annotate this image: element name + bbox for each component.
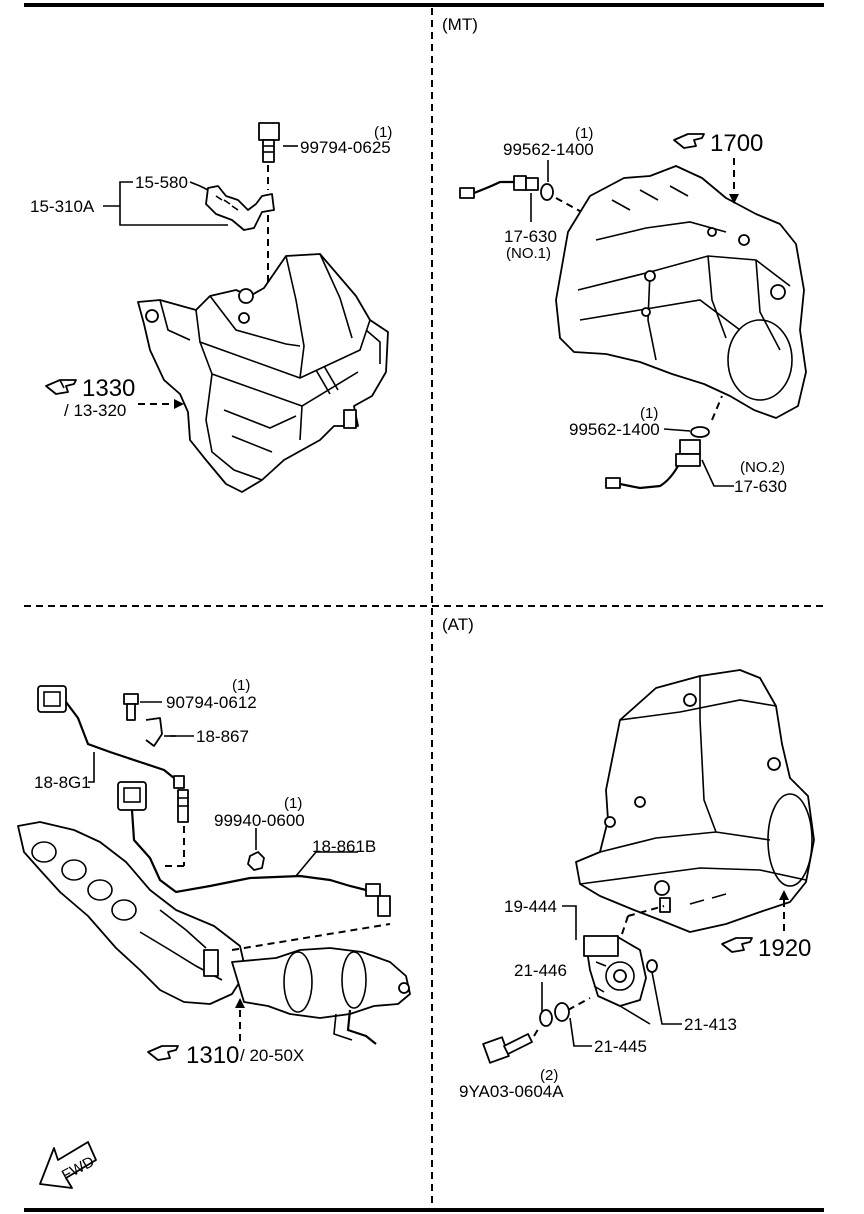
nut-qty: (1) (284, 795, 302, 812)
switch1-note: (NO.1) (506, 245, 551, 262)
transaxle-range-switch (583, 935, 647, 1007)
range-switch-label: 19-444 (504, 897, 557, 916)
sensor-label: 15-580 (135, 173, 188, 192)
arrow-head (729, 194, 739, 204)
o-ring-label: 21-413 (684, 1015, 737, 1034)
o-ring (646, 959, 658, 973)
washer-a (539, 1009, 553, 1027)
arrow-head (174, 399, 184, 409)
neutral-switch-no1 (459, 175, 539, 199)
air-cleaner-box (137, 253, 389, 493)
switch2-note: (NO.2) (740, 459, 785, 476)
bolt-part-number: 9YA03-0604A (459, 1082, 564, 1101)
rear-o2-sensor (117, 781, 391, 917)
bolt-qty: (1) (374, 124, 392, 141)
washer-no2 (690, 426, 710, 438)
front-o2-sensor (37, 685, 189, 823)
washer1-qty: (1) (575, 125, 593, 142)
air-cleaner-group: (1) 99794-0625 15-580 15-310A (30, 122, 392, 493)
mt-group: (1) 99562-1400 17-630 (NO.1) (459, 125, 807, 496)
washer-b (554, 1002, 570, 1022)
exhaust-group: 18-8G1 (1) 90794-0612 18-867 18-861B (1) (17, 677, 411, 1189)
washer-b-label: 21-445 (594, 1037, 647, 1056)
pointing-hand-icon (673, 133, 705, 149)
bolt-qty: (1) (232, 677, 250, 694)
switch2-label: 17-630 (734, 477, 787, 496)
reference-13-320: / 13-320 (64, 401, 126, 420)
washer1-part-number: 99562-1400 (503, 140, 594, 159)
pointing-hand-icon (147, 1045, 179, 1061)
catalytic-converter (231, 947, 411, 1045)
bolt-icon (482, 1033, 533, 1064)
bracket-label: 18-867 (196, 727, 249, 746)
at-group: 1920 19-444 21-413 21-446 21-445 (459, 669, 815, 1101)
arrow-head (779, 890, 789, 900)
reference-20-50X: / 20-50X (240, 1046, 304, 1065)
exhaust-manifold (17, 821, 247, 1005)
intake-temp-sensor (205, 185, 275, 231)
harness-bracket (145, 717, 163, 747)
assembly-label: 15-310A (30, 197, 95, 216)
nut-part-number: 99940-0600 (214, 811, 305, 830)
reference-1700: 1700 (710, 130, 763, 157)
at-transaxle (575, 669, 815, 933)
washer-a-label: 21-446 (514, 961, 567, 980)
front-sensor-label: 18-8G1 (34, 773, 91, 792)
bolt-icon (123, 693, 139, 721)
bolt-qty: (2) (540, 1067, 558, 1084)
mt-transaxle (555, 165, 807, 419)
bolt-part-number: 99794-0625 (300, 138, 391, 157)
neutral-switch-no2 (605, 439, 701, 490)
section-label-mt: (MT) (442, 15, 478, 34)
nut-icon (247, 851, 265, 871)
fwd-arrow-icon: FWD (39, 1141, 97, 1189)
pointing-hand-icon (45, 379, 77, 395)
bolt-icon (258, 122, 280, 163)
reference-1330: 1330 (82, 375, 135, 402)
rear-sensor-label: 18-861B (312, 837, 376, 856)
bolt-part-number: 90794-0612 (166, 693, 257, 712)
switch1-label: 17-630 (504, 227, 557, 246)
section-label-at: (AT) (442, 615, 474, 634)
washer-no1 (540, 183, 554, 201)
washer2-part-number: 99562-1400 (569, 420, 660, 439)
reference-1920: 1920 (758, 935, 811, 962)
pointing-hand-icon (721, 937, 753, 953)
arrow-head (235, 998, 245, 1008)
washer2-qty: (1) (640, 405, 658, 422)
reference-1310: 1310 (186, 1042, 239, 1069)
